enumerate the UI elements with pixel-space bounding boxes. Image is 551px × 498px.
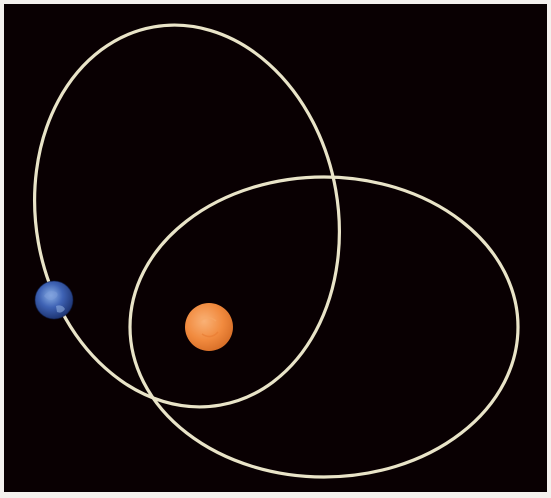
space-background bbox=[4, 4, 547, 492]
orbit-scene bbox=[4, 4, 547, 492]
earth-icon bbox=[35, 281, 73, 319]
orbit-diagram bbox=[4, 4, 547, 492]
sun-icon bbox=[185, 303, 233, 351]
